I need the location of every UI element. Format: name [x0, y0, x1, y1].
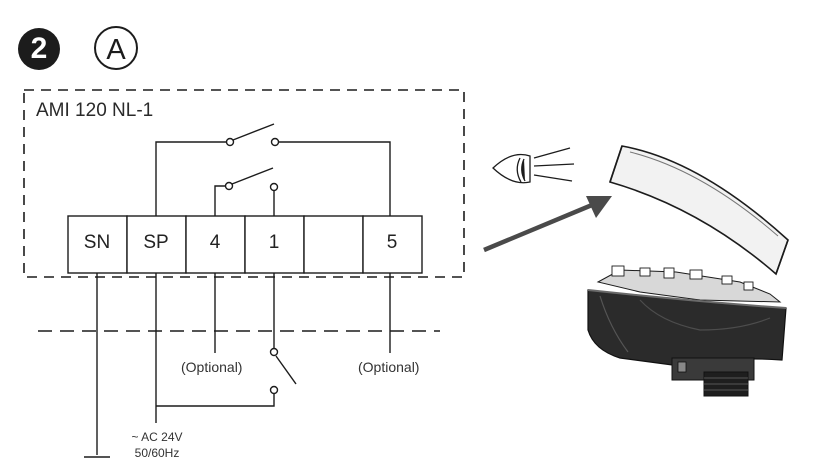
supply-frequency: 50/60Hz	[134, 446, 180, 460]
optional-label-terminal-5: (Optional)	[358, 359, 420, 375]
step-number-badge: 2	[18, 28, 60, 70]
optional-label-terminal-4: (Optional)	[181, 359, 243, 375]
arrow-icon	[483, 196, 612, 253]
actuator-illustration	[587, 145, 789, 397]
supply-voltage: ~ AC 24V	[131, 430, 183, 444]
terminal-block	[67, 215, 423, 274]
terminal-1-label: 1	[268, 232, 280, 253]
eye-icon	[492, 147, 575, 184]
terminal-sn-label: SN	[83, 232, 111, 253]
device-boundary	[23, 89, 465, 278]
terminal-sp-label: SP	[143, 232, 169, 253]
terminal-4-label: 4	[209, 232, 221, 253]
variant-badge: A	[94, 26, 138, 70]
terminal-5-label: 5	[386, 232, 398, 253]
device-model-label: AMI 120 NL-1	[36, 100, 154, 121]
internal-switches	[155, 123, 391, 216]
external-wiring	[96, 273, 391, 455]
supply-label: ~ AC 24V 50/60Hz	[122, 429, 192, 461]
